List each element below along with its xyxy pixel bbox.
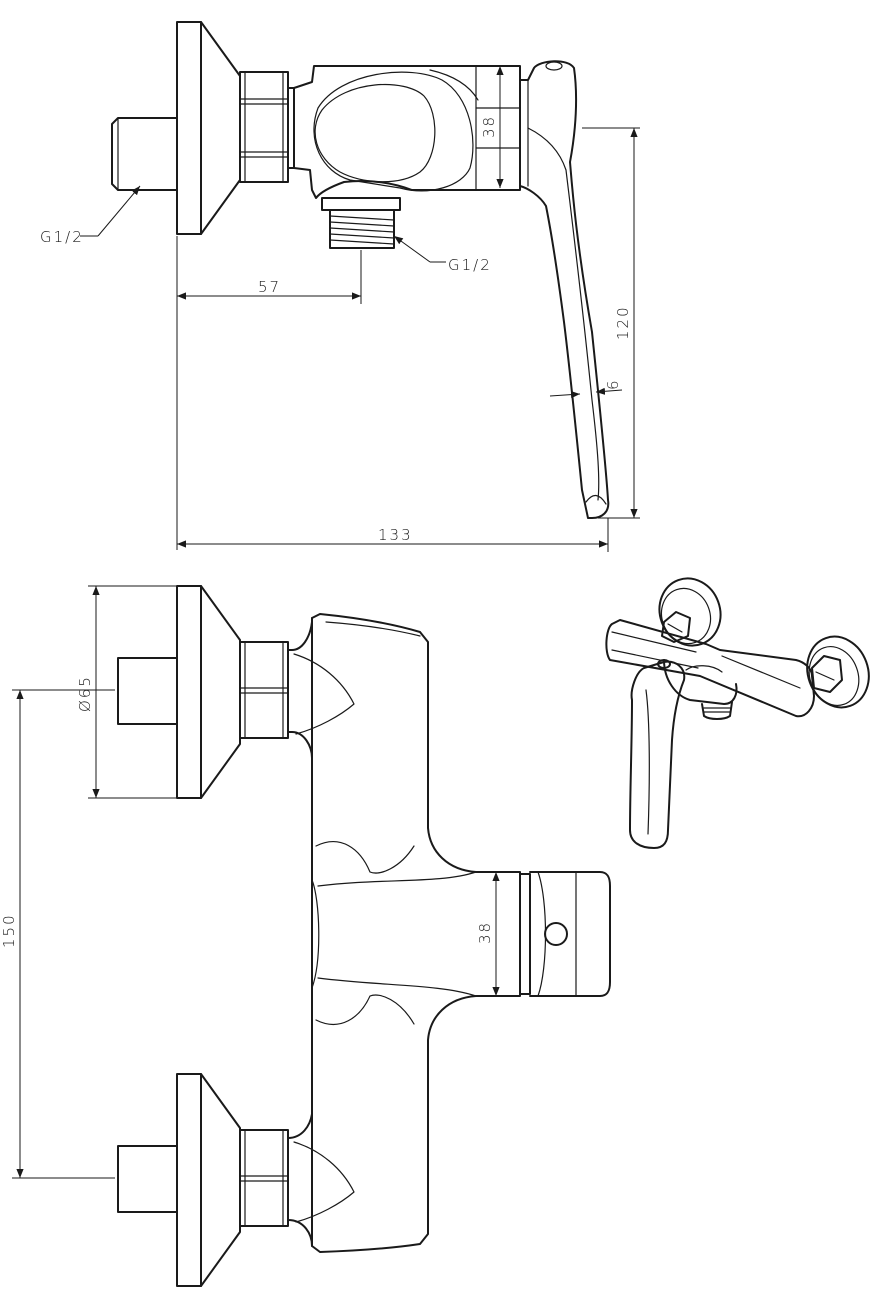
side-wall-flange bbox=[176, 21, 241, 235]
side-outlet-spigot bbox=[321, 197, 401, 249]
iso-body bbox=[605, 619, 815, 718]
side-dim-handle-thickness: 6 bbox=[549, 378, 623, 399]
side-dim-handle-height: 120 bbox=[582, 127, 640, 519]
iso-left-flange bbox=[658, 577, 722, 647]
front-view: Ø65 150 38 bbox=[0, 585, 611, 1287]
side-view: 38 120 6 57 133 bbox=[40, 21, 640, 552]
side-dim-inlet-outlet: 57 bbox=[176, 236, 362, 550]
side-dim-body-height: 38 bbox=[480, 66, 504, 188]
iso-outlet bbox=[701, 701, 733, 720]
front-lower-connection bbox=[117, 1073, 355, 1287]
side-hex-nut bbox=[239, 71, 289, 183]
front-dim-center-distance-label: 150 bbox=[0, 913, 18, 948]
side-dim-overall-depth: 133 bbox=[177, 518, 609, 552]
side-lever-handle bbox=[519, 60, 610, 519]
front-dim-body-height-label: 38 bbox=[476, 921, 494, 944]
front-dim-center-distance: 150 bbox=[0, 689, 115, 1179]
front-valve-body bbox=[311, 613, 521, 1253]
side-dim-handle-thickness-label: 6 bbox=[604, 378, 622, 390]
side-dim-handle-height-label: 120 bbox=[614, 305, 632, 340]
side-dim-body-height-label: 38 bbox=[480, 115, 498, 138]
side-inlet-stub bbox=[111, 117, 178, 191]
front-dim-flange-diameter-label: Ø65 bbox=[76, 675, 94, 712]
front-dim-flange-diameter: Ø65 bbox=[76, 585, 177, 799]
side-thread-callout-inlet: G1/2 bbox=[40, 185, 141, 246]
front-upper-connection bbox=[117, 585, 355, 799]
front-cartridge-cap bbox=[519, 871, 611, 997]
side-dim-overall-depth-label: 133 bbox=[378, 526, 413, 544]
side-dim-inlet-outlet-label: 57 bbox=[258, 278, 281, 296]
side-thread-inlet-label: G1/2 bbox=[40, 228, 84, 246]
side-thread-callout-outlet: G1/2 bbox=[393, 235, 492, 274]
front-dim-body-height: 38 bbox=[476, 872, 500, 996]
side-thread-outlet-label: G1/2 bbox=[448, 256, 492, 274]
iso-right-flange bbox=[806, 635, 870, 709]
iso-lever bbox=[629, 659, 686, 849]
isometric-view bbox=[605, 577, 870, 849]
